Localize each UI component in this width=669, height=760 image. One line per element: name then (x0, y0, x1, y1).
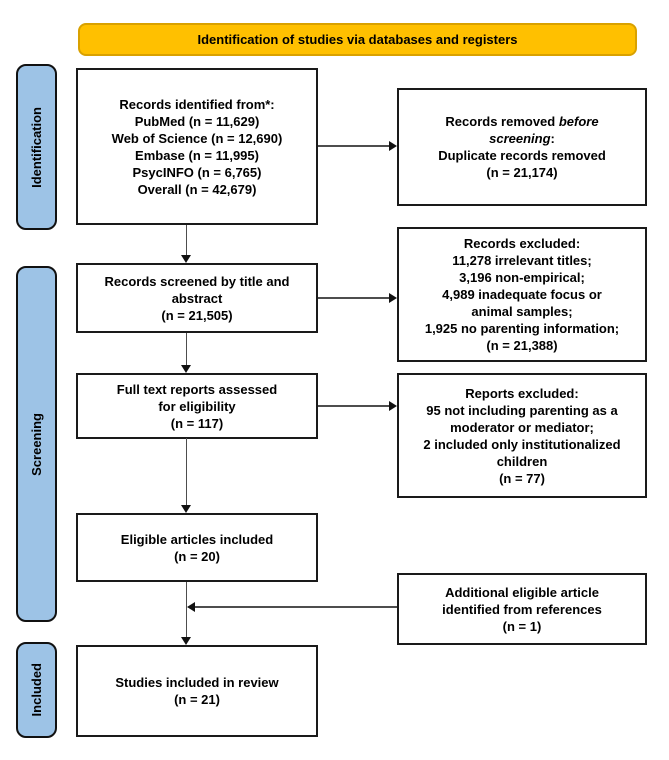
diagram-title-banner: Identification of studies via databases … (78, 23, 637, 56)
connector-screened-to-fulltext (185, 333, 187, 366)
box-studies-included: Studies included in review(n = 21) (76, 645, 318, 737)
box-reports-excluded: Reports excluded:95 not including parent… (397, 373, 647, 498)
connector-additional-to-flow (195, 606, 397, 608)
stage-included-label: Included (29, 663, 44, 717)
arrow-right-icon (389, 292, 397, 303)
connector-identified-to-removed (318, 145, 389, 147)
box-eligible-articles: Eligible articles included(n = 20) (76, 513, 318, 582)
arrow-down-icon (181, 637, 191, 645)
stage-identification-label: Identification (29, 106, 44, 188)
arrow-left-icon (187, 601, 195, 612)
arrow-down-icon (181, 365, 191, 373)
connector-fulltext-to-reports-excluded (318, 405, 389, 407)
arrow-right-icon (389, 400, 397, 411)
diagram-title: Identification of studies via databases … (197, 32, 518, 47)
box-records-excluded: Records excluded:11,278 irrelevant title… (397, 227, 647, 362)
arrow-down-icon (181, 255, 191, 263)
connector-screened-to-excluded (318, 297, 389, 299)
connector-identified-to-screened (185, 225, 187, 256)
connector-fulltext-to-eligible (185, 438, 187, 506)
stage-included: Included (16, 642, 57, 738)
stage-screening-label: Screening (29, 412, 44, 476)
arrow-right-icon (389, 140, 397, 151)
connector-eligible-to-included (185, 582, 187, 638)
stage-identification: Identification (16, 64, 57, 230)
arrow-down-icon (181, 505, 191, 513)
stage-screening: Screening (16, 266, 57, 622)
box-records-identified: Records identified from*:PubMed (n = 11,… (76, 68, 318, 225)
